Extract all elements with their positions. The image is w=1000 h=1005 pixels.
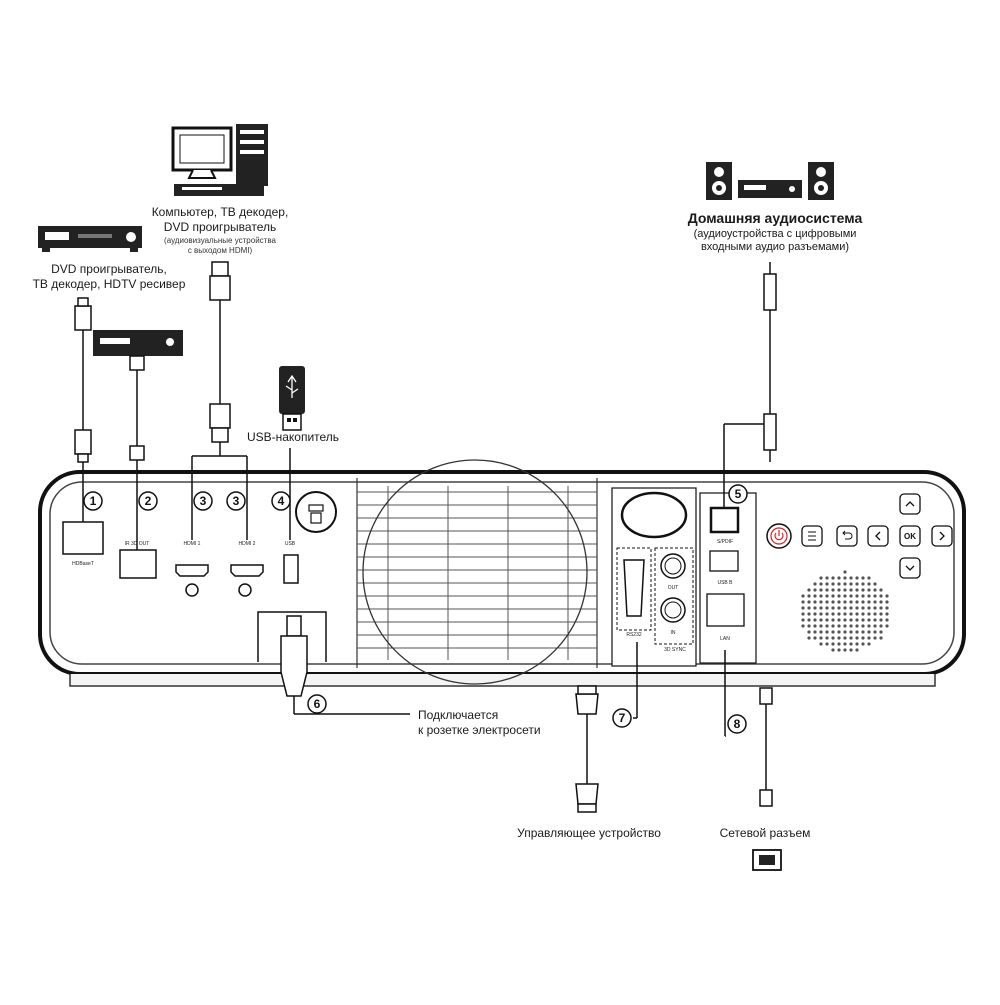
callout-3a-number: 3 bbox=[200, 494, 207, 508]
callout-8-number: 8 bbox=[734, 717, 741, 731]
sync-group-label: 3D SYNC bbox=[664, 647, 686, 653]
power-caption-line1: Подключается bbox=[418, 708, 499, 722]
lan-port-label: LAN bbox=[720, 636, 730, 642]
callout-1: 1 bbox=[83, 491, 103, 511]
callout-2: 2 bbox=[138, 491, 158, 511]
callout-3b: 3 bbox=[226, 491, 246, 511]
usb-drive-caption: USB-накопитель bbox=[246, 430, 340, 444]
hdmi-2-port: HDMI 2 bbox=[230, 541, 264, 597]
menu-icon bbox=[808, 531, 816, 541]
ir-3d-out-port: IR 3D OUT bbox=[119, 541, 157, 579]
lan-port: LAN bbox=[706, 593, 745, 642]
computer-title: Компьютер, ТВ декодер, DVD проигрыватель bbox=[140, 205, 300, 235]
callout-1-number: 1 bbox=[90, 494, 97, 508]
power-caption-line2: к розетке электросети bbox=[418, 723, 541, 737]
callout-3b-number: 3 bbox=[233, 494, 240, 508]
menu-button[interactable] bbox=[801, 525, 823, 547]
hdmi-1-port-label: HDMI 1 bbox=[184, 541, 201, 547]
usb-a-port: USB bbox=[283, 541, 299, 584]
hdmi-1-port: HDMI 1 bbox=[175, 541, 209, 597]
callout-6: 6 bbox=[307, 694, 327, 714]
kensington-lock bbox=[295, 491, 337, 533]
dvd-caption-line2: ТВ декодер, HDTV ресивер bbox=[32, 277, 186, 291]
chevron-left-icon bbox=[875, 531, 881, 541]
home-audio-note-line1: (аудиоустройства с цифровыми bbox=[693, 228, 857, 240]
callout-4: 4 bbox=[271, 491, 291, 511]
callout-5-number: 5 bbox=[735, 487, 742, 501]
left-button[interactable] bbox=[867, 525, 889, 547]
power-button[interactable] bbox=[766, 523, 792, 549]
computer-title-line1: Компьютер, ТВ декодер, bbox=[151, 205, 289, 219]
network-caption: Сетевой разъем bbox=[719, 826, 811, 840]
callout-3a: 3 bbox=[193, 491, 213, 511]
ok-button-label: OK bbox=[904, 532, 916, 541]
sync-out-label: OUT bbox=[668, 585, 679, 591]
chevron-down-icon bbox=[905, 565, 915, 571]
home-audio-note-line2: входными аудио разъемами) bbox=[700, 241, 850, 253]
right-button[interactable] bbox=[931, 525, 953, 547]
ok-button[interactable]: OK bbox=[899, 525, 921, 547]
computer-title-line2: DVD проигрыватель bbox=[163, 220, 277, 234]
dvd-player-icon bbox=[38, 226, 142, 252]
callout-8: 8 bbox=[727, 714, 747, 734]
callout-6-number: 6 bbox=[314, 697, 321, 711]
back-arrow-icon bbox=[842, 530, 853, 540]
usb-b-port-label: USB B bbox=[717, 580, 733, 586]
spdif-port: S/PDIF bbox=[699, 492, 757, 664]
cables bbox=[74, 261, 777, 813]
callout-2-number: 2 bbox=[145, 494, 152, 508]
callout-7-number: 7 bbox=[619, 711, 626, 725]
dvd-caption: DVD проигрыватель, ТВ декодер, HDTV реси… bbox=[14, 262, 204, 292]
callout-4-number: 4 bbox=[278, 494, 285, 508]
control-device-caption: Управляющее устройство bbox=[517, 826, 661, 840]
back-button[interactable] bbox=[836, 525, 858, 547]
usb-drive-icon bbox=[279, 366, 305, 431]
callout-5: 5 bbox=[728, 484, 748, 504]
sync-in-label: IN bbox=[671, 630, 676, 636]
computer-note-line2: с выходом HDMI) bbox=[187, 246, 253, 255]
vent-grille bbox=[356, 459, 598, 685]
chevron-right-icon bbox=[939, 531, 945, 541]
home-audio-note: (аудиоустройства с цифровыми входными ау… bbox=[660, 228, 890, 254]
usb-b-port: USB B bbox=[709, 550, 739, 586]
set-top-box-icon bbox=[93, 330, 183, 356]
projector-rear-panel bbox=[38, 470, 966, 687]
power-icon bbox=[774, 530, 784, 541]
up-button[interactable] bbox=[899, 493, 921, 515]
chevron-up-icon bbox=[905, 501, 915, 507]
home-audio-title: Домашняя аудиосистема bbox=[687, 210, 863, 226]
spdif-port-label: S/PDIF bbox=[717, 539, 733, 545]
callout-7: 7 bbox=[612, 708, 632, 728]
hdbaset-port-label: HDBaseT bbox=[72, 561, 94, 567]
network-socket-icon bbox=[752, 849, 782, 871]
computer-note-line1: (аудиовизуальные устройства bbox=[164, 236, 276, 245]
rs232-port-label: RS232 bbox=[626, 632, 642, 638]
dvd-caption-line1: DVD проигрыватель, bbox=[51, 262, 167, 276]
3d-sync-ports: OUT IN 3D SYNC bbox=[654, 547, 694, 653]
home-audio-system-icon bbox=[706, 162, 834, 200]
speaker-grille bbox=[801, 570, 889, 652]
down-button[interactable] bbox=[899, 557, 921, 579]
usb-a-port-label: USB bbox=[285, 541, 296, 547]
rs232-port: RS232 bbox=[616, 547, 652, 638]
hdmi-2-port-label: HDMI 2 bbox=[239, 541, 256, 547]
computer-note: (аудиовизуальные устройства с выходом HD… bbox=[150, 236, 290, 256]
computer-icon bbox=[171, 124, 268, 196]
power-caption: Подключается к розетке электросети bbox=[418, 708, 568, 738]
